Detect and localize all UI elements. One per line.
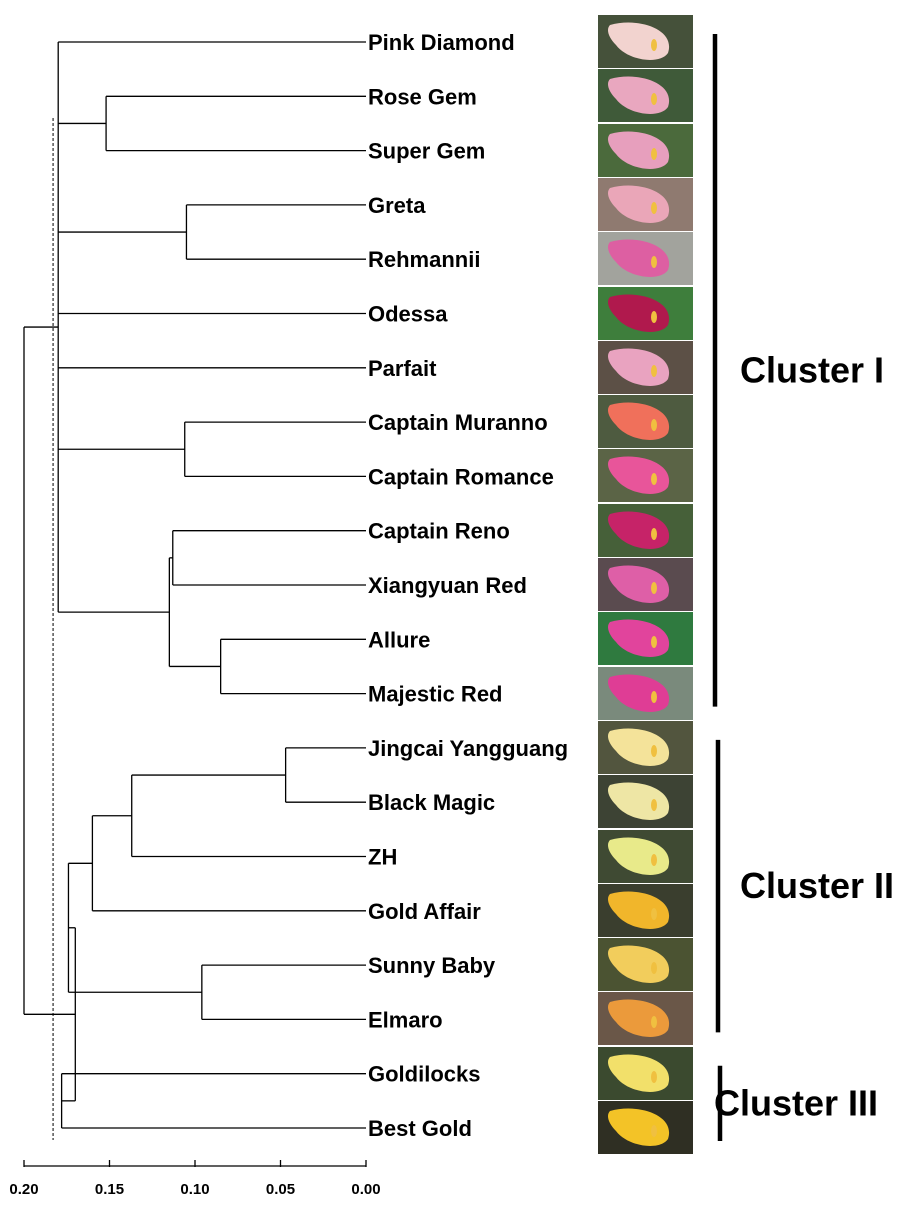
leaf-label: Rose Gem <box>368 84 477 109</box>
leaf-label: Sunny Baby <box>368 953 496 978</box>
flower-spadix-shape <box>651 202 657 214</box>
leaf-label: Elmaro <box>368 1007 443 1032</box>
flower-photo <box>598 341 693 394</box>
flower-photos <box>598 15 693 1154</box>
leaf-label: Captain Reno <box>368 519 510 544</box>
flower-photo <box>598 287 693 340</box>
leaf-label: Gold Affair <box>368 899 481 924</box>
flower-spadix-shape <box>651 582 657 594</box>
leaf-label: Goldilocks <box>368 1062 480 1087</box>
axis-tick-label: 0.20 <box>9 1181 38 1198</box>
axis-tick-label: 0.15 <box>95 1181 124 1198</box>
leaf-label: Allure <box>368 627 430 652</box>
cluster-annotations: Cluster I Cluster II Cluster III <box>714 34 894 1141</box>
flower-photo <box>598 1047 693 1100</box>
flower-photo <box>598 775 693 828</box>
leaf-label: Pink Diamond <box>368 30 515 55</box>
flower-photo <box>598 612 693 665</box>
flower-spadix-shape <box>651 419 657 431</box>
cluster-label: Cluster II <box>740 865 894 906</box>
flower-photo <box>598 667 693 720</box>
flower-photo <box>598 884 693 937</box>
leaf-label: ZH <box>368 845 397 870</box>
flower-spadix-shape <box>651 908 657 920</box>
leaf-label: Parfait <box>368 356 437 381</box>
flower-photo <box>598 1101 693 1154</box>
flower-photo <box>598 830 693 883</box>
flower-spadix-shape <box>651 1016 657 1028</box>
flower-photo <box>598 178 693 231</box>
flower-spadix-shape <box>651 1071 657 1083</box>
flower-spadix-shape <box>651 365 657 377</box>
leaf-label: Majestic Red <box>368 682 503 707</box>
flower-spadix-shape <box>651 854 657 866</box>
leaf-label: Super Gem <box>368 139 485 164</box>
flower-spadix-shape <box>651 799 657 811</box>
flower-photo <box>598 721 693 774</box>
flower-photo <box>598 15 693 68</box>
flower-spadix-shape <box>651 39 657 51</box>
flower-photo <box>598 232 693 285</box>
flower-spadix-shape <box>651 148 657 160</box>
flower-spadix-shape <box>651 528 657 540</box>
axis-tick-label: 0.00 <box>351 1181 380 1198</box>
leaf-label: Rehmannii <box>368 247 480 272</box>
leaf-label: Captain Muranno <box>368 410 548 435</box>
leaf-label: Greta <box>368 193 426 218</box>
tree-branches <box>24 42 366 1128</box>
flower-spadix-shape <box>651 962 657 974</box>
flower-spadix-shape <box>651 93 657 105</box>
axis-tick-label: 0.05 <box>266 1181 295 1198</box>
cluster-label: Cluster III <box>714 1082 878 1123</box>
flower-photo <box>598 449 693 502</box>
flower-photo <box>598 124 693 177</box>
flower-spadix-shape <box>651 745 657 757</box>
flower-photo <box>598 558 693 611</box>
flower-photo <box>598 504 693 557</box>
leaf-label: Best Gold <box>368 1116 472 1141</box>
leaf-label: Black Magic <box>368 790 495 815</box>
leaf-label: Jingcai Yangguang <box>368 736 568 761</box>
flower-spadix-shape <box>651 473 657 485</box>
flower-photo <box>598 69 693 122</box>
flower-photo <box>598 938 693 991</box>
leaf-labels: Pink DiamondRose GemSuper GemGretaRehman… <box>368 30 568 1141</box>
flower-spadix-shape <box>651 691 657 703</box>
flower-spadix-shape <box>651 311 657 323</box>
axis-tick-label: 0.10 <box>180 1181 209 1198</box>
flower-photo <box>598 992 693 1045</box>
flower-photo <box>598 395 693 448</box>
leaf-label: Captain Romance <box>368 464 554 489</box>
flower-spadix-shape <box>651 1125 657 1137</box>
cluster-label: Cluster I <box>740 349 884 390</box>
flower-spadix-shape <box>651 256 657 268</box>
distance-axis: 0.20 0.15 0.10 0.05 0.00 <box>9 1160 380 1198</box>
leaf-label: Odessa <box>368 302 448 327</box>
leaf-label: Xiangyuan Red <box>368 573 527 598</box>
flower-spadix-shape <box>651 636 657 648</box>
